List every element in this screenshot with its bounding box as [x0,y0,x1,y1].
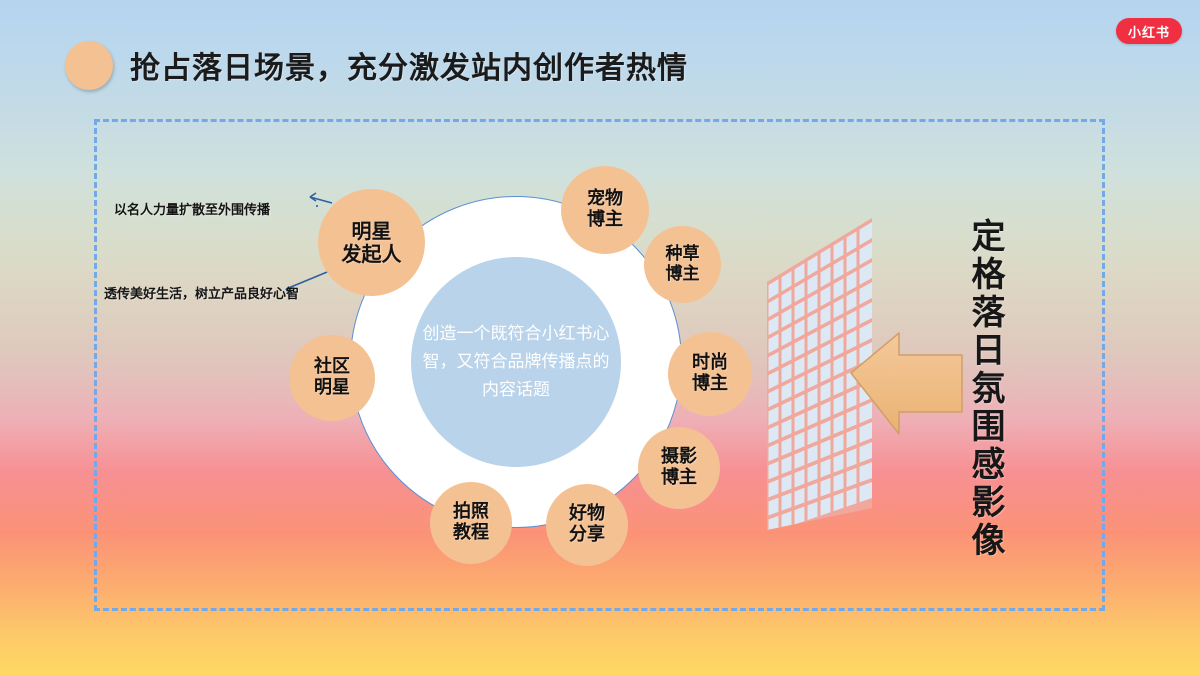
role-bubble-label: 宠物博主 [587,188,623,230]
role-bubble-label: 好物分享 [569,503,605,545]
vertical-caption: 定格落日氛围感影像 [965,218,1005,560]
role-bubble-label: 明星发起人 [341,218,402,266]
role-bubble-label: 种草博主 [665,243,700,284]
central-message: 创造一个既符合小红书心智，又符合品牌传播点的内容话题 [422,324,610,400]
role-bubble[interactable]: 拍照教程 [430,482,512,564]
title-bullet-icon [65,41,113,90]
role-bubble[interactable]: 好物分享 [546,484,628,566]
role-bubble[interactable]: 时尚博主 [668,332,752,416]
central-circle [411,257,621,467]
role-bubble[interactable]: 明星发起人 [318,189,425,296]
role-bubble-label: 时尚博主 [692,352,728,394]
annotation-text: 以名人力量扩散至外围传播 [114,203,271,218]
role-bubble[interactable]: 宠物博主 [561,166,649,254]
role-bubble[interactable]: 摄影博主 [638,427,720,509]
annotation-text: 透传美好生活，树立产品良好心智 [104,287,300,302]
role-bubble[interactable]: 种草博主 [644,226,721,303]
xiaohongshu-logo: 小红书 [1116,18,1182,44]
dashed-content-frame [94,119,1105,611]
logo-text: 小红书 [1127,25,1170,41]
role-bubble-label: 社区明星 [314,356,350,398]
role-bubble[interactable]: 社区明星 [289,335,375,421]
role-bubble-label: 摄影博主 [661,446,697,488]
role-bubble-label: 拍照教程 [453,501,489,543]
page-title: 抢占落日场景，充分激发站内创作者热情 [130,51,688,86]
